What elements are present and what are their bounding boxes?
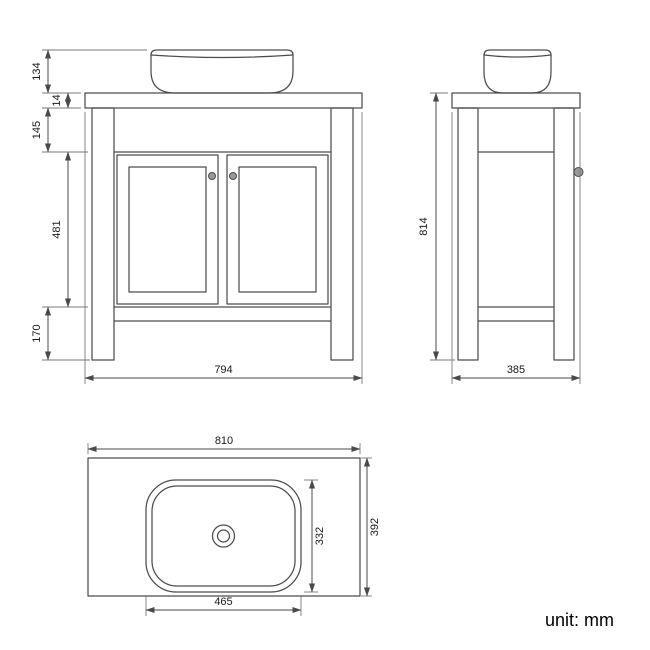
dim-label-overall-depth: 385 <box>507 364 525 376</box>
dim-label-door-height: 481 <box>51 220 63 238</box>
side-basin <box>483 49 552 94</box>
front-right-leg <box>330 107 354 361</box>
dim-front-apron-height: 145 <box>31 107 88 153</box>
side-door-knob <box>573 167 584 177</box>
dim-label-countertop-thickness: 14 <box>51 94 63 106</box>
dim-label-apron-height: 145 <box>31 121 43 139</box>
front-left-leg <box>91 107 115 361</box>
dim-front-door-height: 481 <box>42 151 88 308</box>
dim-front-basin-height: 134 <box>31 49 147 94</box>
top-view <box>87 457 361 597</box>
front-countertop <box>84 92 363 109</box>
dim-side-overall-depth: 385 <box>451 112 581 384</box>
dim-top-basin-width: 465 <box>145 595 302 616</box>
top-basin-inner-rim <box>151 485 296 587</box>
front-right-door-panel <box>238 166 317 293</box>
side-view <box>451 49 584 361</box>
side-back-leg <box>553 107 575 361</box>
front-left-door-knob <box>208 172 216 180</box>
front-left-door-panel <box>128 166 207 293</box>
front-right-door <box>226 154 329 305</box>
dim-top-countertop-width: 810 <box>87 435 361 454</box>
front-view <box>84 49 363 361</box>
side-countertop <box>451 92 581 109</box>
dim-side-overall-height: 814 <box>418 92 455 361</box>
front-right-door-knob <box>229 172 237 180</box>
top-basin-outer-rim <box>145 479 302 593</box>
dim-label-leg-clearance: 170 <box>31 324 43 342</box>
dim-label-basin-depth: 332 <box>314 527 326 545</box>
dim-label-overall-height: 814 <box>418 217 430 235</box>
dim-label-overall-width: 794 <box>214 364 232 376</box>
side-front-leg <box>457 107 479 361</box>
dim-label-basin-width: 465 <box>214 596 232 608</box>
front-left-door <box>116 154 219 305</box>
dim-top-basin-depth: 332 <box>304 479 326 593</box>
dim-front-countertop-thickness: 14 <box>42 92 81 109</box>
dim-front-leg-clearance: 170 <box>31 306 90 361</box>
dim-label-basin-height: 134 <box>31 62 43 80</box>
top-drain-inner <box>216 529 231 543</box>
front-basin <box>150 49 294 94</box>
dim-label-countertop-depth: 392 <box>369 518 381 536</box>
dim-front-overall-width: 794 <box>84 112 363 384</box>
unit-label: unit: mm <box>545 610 614 630</box>
dim-label-countertop-width: 810 <box>215 435 233 447</box>
top-drain-outer <box>211 524 236 548</box>
dim-top-countertop-depth: 392 <box>361 457 381 597</box>
top-countertop-outline <box>87 457 361 597</box>
